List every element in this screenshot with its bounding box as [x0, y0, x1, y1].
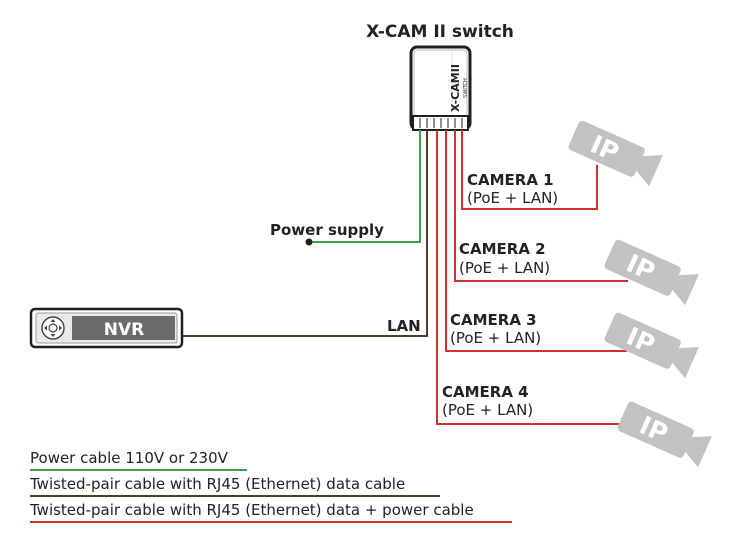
legend-power-label: Power cable 110V or 230V [30, 449, 228, 467]
switch-sub-label: SWITCH [463, 78, 469, 98]
power-cable [310, 130, 421, 243]
camera-1-cable [461, 130, 598, 210]
camera-4-name: CAMERA 4 [442, 383, 529, 401]
camera-1-icon: IP [568, 120, 663, 187]
nvr-device: NVR [29, 307, 184, 349]
legend-data-cable: Twisted-pair cable with RJ45 (Ethernet) … [30, 475, 440, 497]
camera-4-desc: (PoE + LAN) [442, 401, 533, 419]
switch-brand-label: X-CAMII [449, 64, 462, 112]
camera-1-name: CAMERA 1 [467, 171, 554, 189]
camera-2-icon: IP [604, 239, 699, 306]
legend-data-label: Twisted-pair cable with RJ45 (Ethernet) … [30, 475, 406, 493]
legend-poe-cable: Twisted-pair cable with RJ45 (Ethernet) … [30, 501, 512, 523]
power-supply-dot [305, 238, 313, 246]
camera-3-name: CAMERA 3 [450, 311, 537, 329]
camera-1-desc: (PoE + LAN) [467, 189, 558, 207]
camera-3-cable [445, 130, 627, 352]
legend-power-line [30, 469, 247, 471]
camera-2-cable [454, 130, 628, 282]
switch-title: X-CAM II switch [366, 22, 514, 42]
power-supply-label: Power supply [270, 221, 384, 239]
legend-poe-label: Twisted-pair cable with RJ45 (Ethernet) … [30, 501, 474, 519]
camera-4-icon: IP [617, 401, 712, 468]
camera-3-icon: IP [604, 312, 699, 379]
lan-label: LAN [387, 317, 421, 335]
camera-4-cable [436, 130, 628, 425]
camera-2-name: CAMERA 2 [459, 240, 546, 258]
camera-2-desc: (PoE + LAN) [459, 259, 550, 277]
legend-data-line [30, 495, 440, 497]
nvr-label: NVR [104, 320, 144, 340]
legend-poe-line [30, 521, 512, 523]
legend-power-cable: Power cable 110V or 230V [30, 449, 247, 471]
dpad-icon [41, 316, 65, 340]
lan-cable [182, 130, 428, 337]
camera-3-desc: (PoE + LAN) [450, 329, 541, 347]
switch-device: X-CAMII SWITCH [409, 45, 472, 131]
